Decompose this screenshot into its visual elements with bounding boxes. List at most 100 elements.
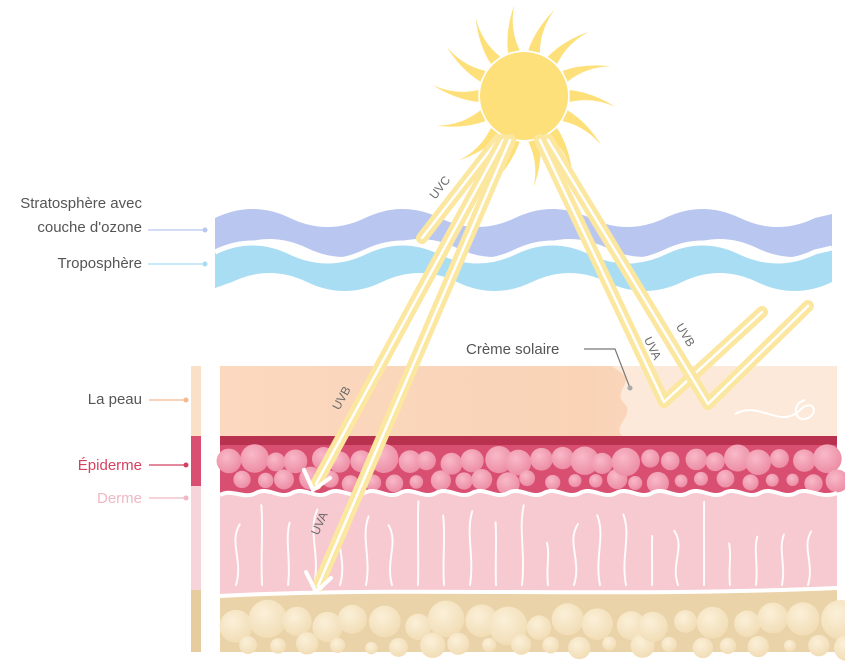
epidermis-cell — [770, 449, 789, 468]
sun-icon — [432, 4, 616, 188]
dermis-fiber — [312, 508, 319, 586]
epidermis-cell — [745, 449, 771, 476]
fat-cells — [219, 599, 845, 661]
fat-cell — [511, 634, 532, 655]
epidermis-cell — [786, 473, 799, 487]
epidermis-cell — [742, 474, 759, 491]
sun-ray-icon — [528, 139, 541, 188]
epidermis-cell — [430, 470, 451, 491]
fat-cell — [312, 611, 343, 643]
dermis-label: Derme — [97, 490, 142, 507]
epidermis-cell — [674, 474, 688, 488]
sun-ray-icon — [446, 46, 486, 82]
sun-ray-icon — [507, 4, 520, 53]
epidermis-cell — [589, 474, 603, 488]
fat-cell — [330, 637, 346, 653]
fat-cell — [427, 600, 465, 638]
sun-ray-icon — [458, 127, 501, 161]
fat-cell — [219, 609, 253, 643]
epidermis-cell — [812, 444, 842, 474]
fat-cell — [757, 602, 789, 634]
epidermis-cell — [765, 473, 779, 487]
epidermis-cell — [455, 472, 473, 490]
epidermis-cell — [505, 449, 532, 476]
dermis-fiber — [520, 504, 525, 586]
fat-cell — [674, 610, 697, 633]
sun-ray-icon — [528, 9, 556, 53]
epidermis-cell — [257, 472, 274, 489]
dermis-fiber — [234, 523, 241, 586]
epidermis-cell — [233, 470, 251, 489]
sun-ray-icon — [432, 84, 479, 102]
fat-cell — [602, 636, 617, 651]
fat-cell — [568, 636, 591, 660]
fat-cell — [834, 635, 845, 661]
epidermis-cell — [485, 446, 513, 474]
epidermis-cell — [628, 475, 643, 490]
epidermis-cell — [216, 448, 242, 474]
fat-cell — [783, 639, 796, 652]
dermis-fiber — [260, 504, 264, 586]
epidermis-cell — [240, 444, 269, 473]
uv-rays — [302, 134, 814, 594]
epidermis-cell — [793, 449, 816, 472]
epidermis-cell — [716, 469, 735, 488]
sun-ray-icon — [475, 17, 501, 65]
fat-cell — [295, 632, 319, 655]
sun-ray-icon — [436, 110, 486, 127]
fat-cell — [526, 615, 552, 640]
dermis-fiber — [728, 542, 732, 586]
fat-cell — [696, 606, 729, 639]
fat-cell — [581, 608, 614, 640]
epidermis-cell — [804, 474, 823, 493]
fat-cell — [420, 632, 446, 658]
epidermis-cell — [398, 450, 422, 474]
epidermis-cell — [273, 469, 294, 490]
dermis-fiber — [442, 514, 446, 586]
dermis-fiber — [494, 521, 498, 586]
label-leaders — [148, 227, 633, 501]
epidermis-cell — [568, 474, 582, 488]
dermis-layer — [218, 489, 838, 596]
epidermis-cell — [266, 452, 286, 472]
uvb-reflected-ray — [542, 134, 814, 410]
fat-cell — [482, 637, 497, 653]
skin-depth-bar — [191, 366, 201, 652]
sunscreen-layer — [612, 366, 837, 436]
fat-cell — [747, 635, 769, 658]
fat-cell — [692, 637, 714, 659]
fat-cell — [808, 634, 830, 657]
uva-ray — [304, 134, 516, 594]
epidermis-cell — [591, 452, 613, 474]
epidermis-cell — [409, 475, 424, 489]
dermis-fiber — [416, 500, 420, 586]
fat-cell — [248, 599, 287, 638]
dermis-fiber — [545, 541, 550, 586]
fat-cell — [821, 600, 845, 640]
fat-cell — [786, 602, 820, 636]
fat-cell — [337, 604, 367, 634]
dermis-fiber — [387, 524, 394, 586]
fat-cell — [388, 637, 408, 657]
fat-cell — [719, 637, 737, 655]
epidermis-cell — [646, 471, 669, 495]
fat-cell — [282, 606, 312, 636]
fat-cell — [368, 605, 401, 638]
epidermis-cell — [519, 470, 536, 487]
fat-cell — [637, 611, 668, 642]
troposphere-band — [213, 240, 833, 291]
dermis-fiber — [806, 530, 813, 586]
epidermis-cell — [611, 447, 641, 477]
sun-ray-icon — [547, 31, 590, 65]
uva-reflected-ray — [534, 134, 768, 408]
fat-cell — [551, 603, 584, 636]
fat-cell — [661, 636, 677, 653]
uvb-ray — [302, 134, 509, 492]
epidermis-cell — [694, 471, 708, 486]
stratosphere-label-line1: Stratosphère avec — [20, 195, 142, 212]
fat-cell — [270, 638, 286, 654]
epidermis-cell — [705, 452, 725, 472]
epidermis-cell — [724, 444, 752, 472]
epidermis-cell — [416, 451, 436, 471]
